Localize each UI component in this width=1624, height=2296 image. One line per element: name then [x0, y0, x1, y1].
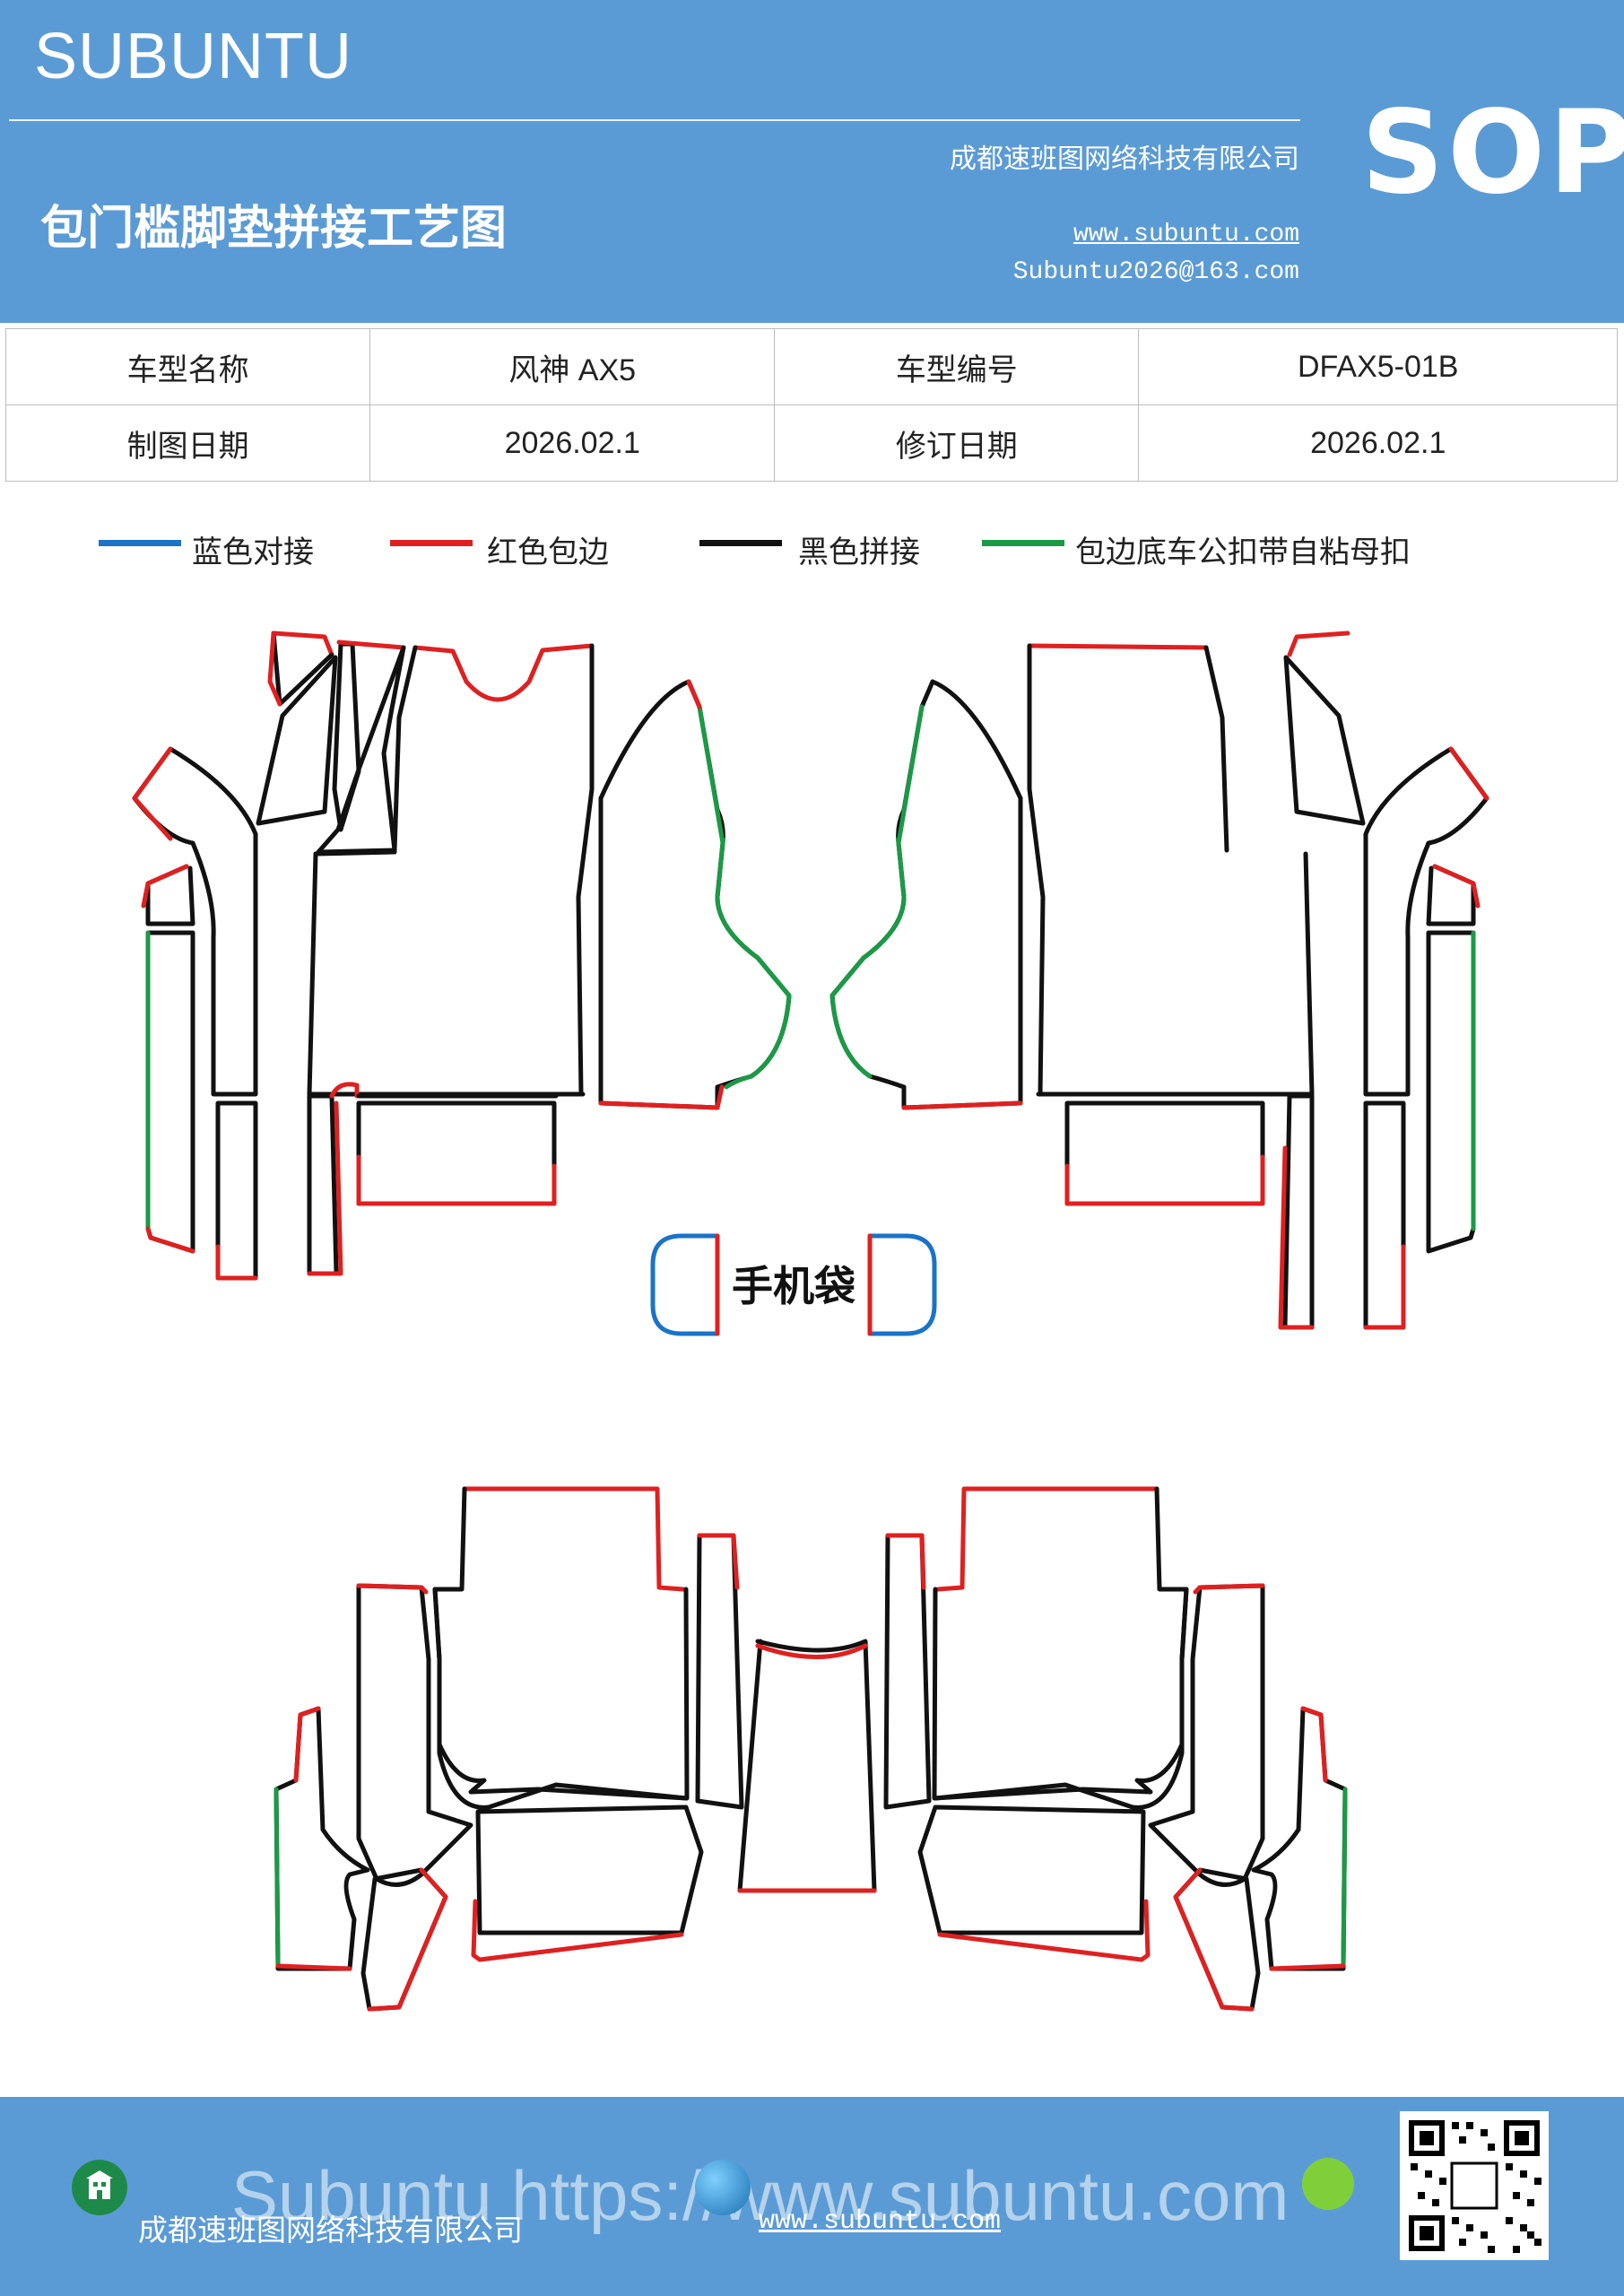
model-name-label: 车型名称: [4, 328, 371, 405]
footer-banner: Subuntu https://www.subuntu.com 成都速班图网络科…: [0, 2097, 1624, 2296]
revise-date-label: 修订日期: [774, 404, 1140, 482]
wechat-icon[interactable]: [1302, 2158, 1354, 2210]
table-row: 车型名称 风神 AX5 车型编号 DFAX5-01B: [4, 328, 1618, 405]
brand-name: SUBUNTU: [34, 21, 353, 92]
legend-label: 红色包边: [487, 535, 609, 570]
vehicle-info-table: 车型名称 风神 AX5 车型编号 DFAX5-01B 制图日期 2026.02.…: [4, 328, 1618, 482]
phone-bag: [650, 1233, 937, 1336]
revise-date-value: 2026.02.1: [1138, 404, 1618, 482]
company-name: 成都速班图网络科技有限公司: [950, 144, 1299, 175]
footer-watermark: Subuntu https://www.subuntu.com: [231, 2156, 1290, 2235]
table-row: 制图日期 2026.02.1 修订日期 2026.02.1: [4, 404, 1618, 482]
header-banner: SUBUNTU 包门槛脚垫拼接工艺图 成都速班图网络科技有限公司 www.sub…: [0, 0, 1624, 323]
rear-right-mats: [917, 1486, 1348, 2012]
website-link[interactable]: www.subuntu.com: [1073, 221, 1299, 248]
legend-swatch-green: [982, 540, 1064, 546]
building-icon: [72, 2160, 127, 2215]
legend-label: 包边底车公扣带自粘母扣: [1075, 535, 1411, 570]
globe-icon: [695, 2160, 751, 2215]
email-address[interactable]: Subuntu2026@163.com: [1012, 258, 1299, 286]
legend-label: 蓝色对接: [192, 535, 314, 570]
sop-badge: SOP: [1361, 86, 1624, 220]
legend-swatch-black: [699, 540, 782, 546]
model-code-value: DFAX5-01B: [1138, 328, 1618, 405]
draw-date-label: 制图日期: [4, 404, 371, 482]
draw-date-value: 2026.02.1: [369, 404, 776, 482]
footer-website[interactable]: www.subuntu.com: [759, 2206, 1002, 2237]
header-divider: [9, 119, 1300, 121]
qr-code[interactable]: [1400, 2111, 1549, 2260]
front-left-mats: [132, 631, 792, 1281]
model-code-label: 车型编号: [774, 328, 1140, 405]
phone-bag-label: 手机袋: [732, 1262, 855, 1310]
floor-mat-diagram: 手机袋: [132, 631, 1489, 2012]
footer-company: 成都速班图网络科技有限公司: [138, 2213, 523, 2248]
front-right-mats: [829, 631, 1489, 1330]
legend-swatch-blue: [99, 540, 181, 546]
legend-swatch-red: [390, 540, 473, 546]
model-name-value: 风神 AX5: [369, 328, 776, 405]
rear-mats: [274, 1486, 932, 2012]
legend-label: 黑色拼接: [798, 535, 920, 570]
page-title: 包门槛脚垫拼接工艺图: [40, 202, 508, 256]
